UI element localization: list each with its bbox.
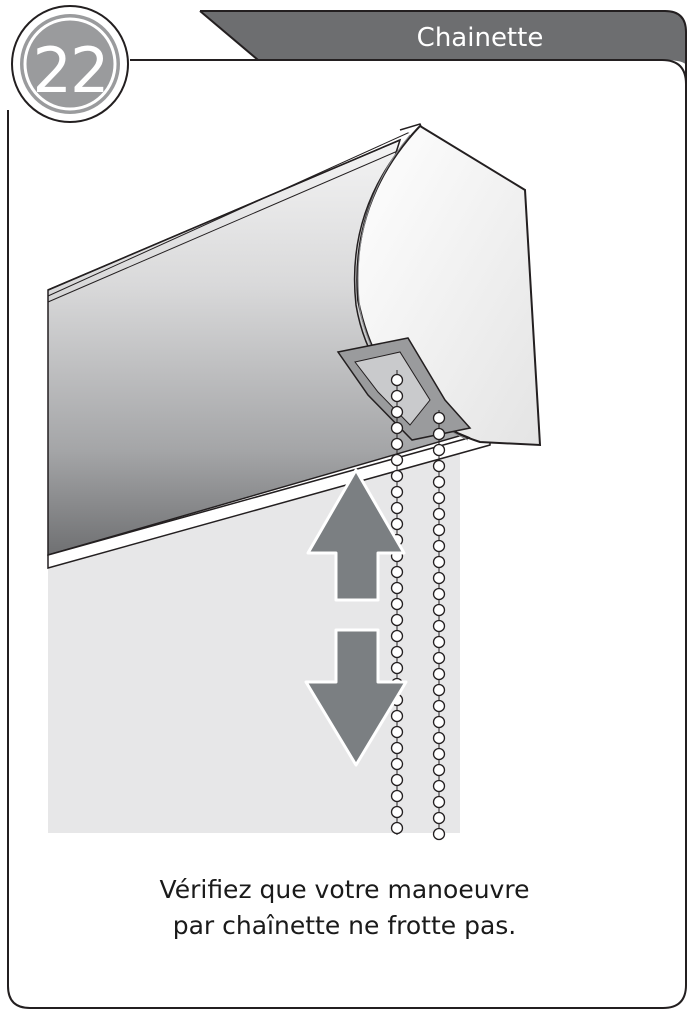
instruction-line-2: par chaînette ne frotte pas. [40, 908, 649, 944]
instruction-text: Vérifiez que votre manoeuvre par chaînet… [40, 872, 649, 945]
instruction-line-1: Vérifiez que votre manoeuvre [40, 872, 649, 908]
ball-chain-left [392, 370, 403, 835]
